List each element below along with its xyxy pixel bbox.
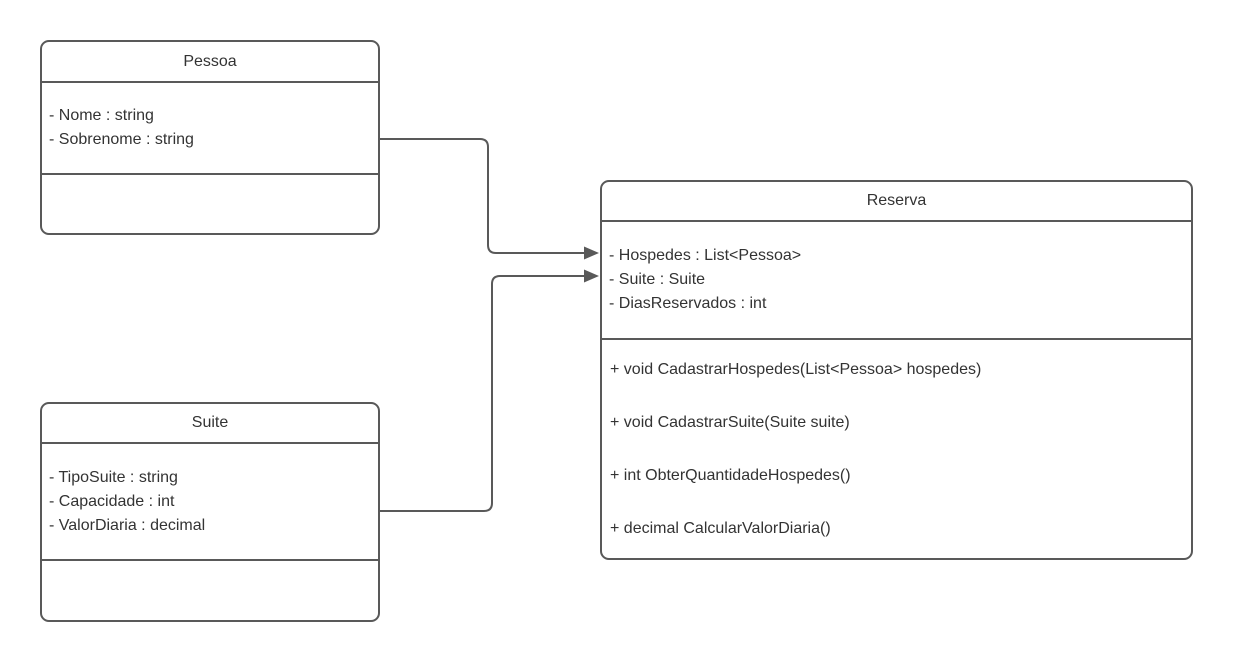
attribute-row: - Nome : string <box>49 107 154 124</box>
method-row: + decimal CalcularValorDiaria() <box>610 519 831 537</box>
methods-section-reserva: + void CadastrarHospedes(List<Pessoa> ho… <box>602 340 1191 558</box>
attribute-row: - Sobrenome : string <box>49 131 194 148</box>
attributes-section-reserva: - Hospedes : List<Pessoa> - Suite : Suit… <box>602 222 1191 340</box>
attribute-row: - Capacidade : int <box>49 492 175 510</box>
method-row: + void CadastrarSuite(Suite suite) <box>610 413 850 431</box>
attributes-section-suite: - TipoSuite : string - Capacidade : int … <box>42 444 378 561</box>
method-row: + void CadastrarHospedes(List<Pessoa> ho… <box>610 360 982 378</box>
attribute-row: - TipoSuite : string <box>49 468 178 486</box>
arrowhead-icon <box>584 269 599 283</box>
methods-section-pessoa-empty <box>42 175 378 233</box>
attribute-row: - Suite : Suite <box>609 271 706 288</box>
method-row: + int ObterQuantidadeHospedes() <box>610 466 851 484</box>
connector-suite-to-reserva[interactable] <box>380 269 599 512</box>
class-title-suite: Suite <box>42 404 378 444</box>
class-title-reserva: Reserva <box>602 182 1191 222</box>
attribute-row: - ValorDiaria : decimal <box>49 516 206 534</box>
attributes-section-pessoa: - Nome : string - Sobrenome : string <box>42 83 378 175</box>
class-box-suite[interactable]: Suite - TipoSuite : string - Capacidade … <box>40 402 380 622</box>
arrowhead-icon <box>584 246 599 260</box>
class-title-pessoa: Pessoa <box>42 42 378 83</box>
class-box-pessoa[interactable]: Pessoa - Nome : string - Sobrenome : str… <box>40 40 380 235</box>
attribute-row: - Hospedes : List<Pessoa> <box>609 247 802 264</box>
methods-section-suite-empty <box>42 561 378 620</box>
attribute-row: - DiasReservados : int <box>609 295 767 312</box>
class-box-reserva[interactable]: Reserva - Hospedes : List<Pessoa> - Suit… <box>600 180 1193 560</box>
connector-pessoa-to-reserva[interactable] <box>380 138 599 260</box>
